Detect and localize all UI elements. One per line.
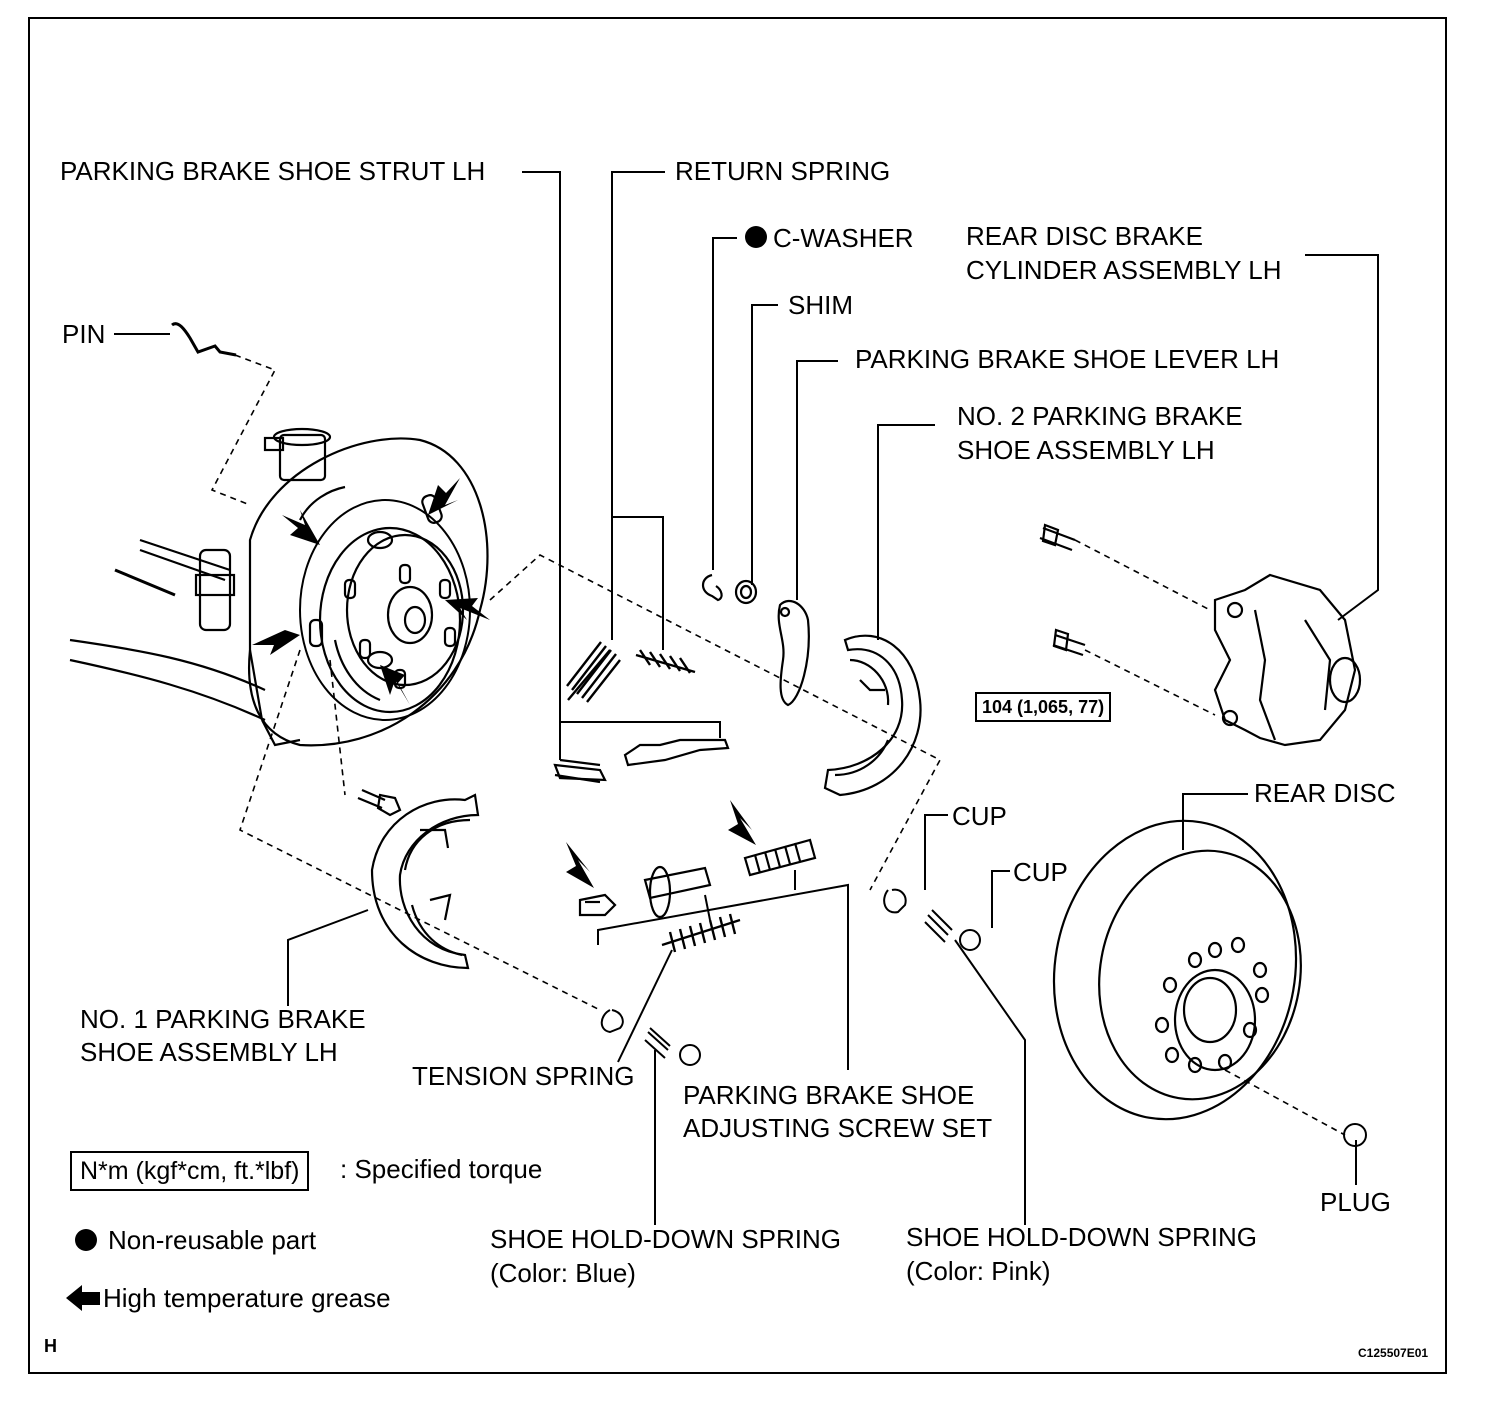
label-c-washer: C-WASHER (773, 223, 914, 253)
label-holddown-pink-line1: SHOE HOLD-DOWN SPRING (906, 1222, 1258, 1252)
pin-part (171, 322, 237, 357)
label-cylinder-line1: REAR DISC BRAKE (966, 221, 1203, 251)
no1-brake-shoe (370, 793, 480, 970)
label-return-spring: RETURN SPRING (675, 156, 891, 186)
legend-torque-units-box: N*m (kgf*cm, ft.*lbf) (70, 1151, 310, 1191)
label-pin: PIN (62, 319, 106, 349)
c-washer-part (701, 573, 723, 602)
strut-part (553, 738, 730, 784)
label-cylinder-line2: CYLINDER ASSEMBLY LH (966, 255, 1282, 285)
torque-value-box: 104 (1,065, 77) (975, 692, 1112, 722)
shim-part (734, 579, 758, 605)
label-holddown-blue-line1: SHOE HOLD-DOWN SPRING (490, 1224, 842, 1254)
corner-letter: H (44, 1336, 57, 1356)
return-springs (566, 641, 696, 703)
label-cup-2: CUP (1013, 857, 1068, 887)
brake-caliper (1039, 523, 1362, 747)
label-tension-spring: TENSION SPRING (412, 1061, 635, 1091)
no2-brake-shoe (823, 634, 922, 797)
label-no2-line1: NO. 2 PARKING BRAKE (957, 401, 1243, 431)
tension-spring-part (661, 913, 741, 953)
shoe-bolt (357, 788, 402, 817)
legend-arrow-icon (66, 1285, 100, 1311)
legend-torque-desc: : Specified torque (340, 1154, 543, 1184)
parking-brake-lever (777, 599, 810, 707)
label-no1-line2: SHOE ASSEMBLY LH (80, 1037, 338, 1067)
label-holddown-pink-line2: (Color: Pink) (906, 1256, 1051, 1286)
legend-grease: High temperature grease (103, 1283, 391, 1313)
label-cup-1: CUP (952, 801, 1007, 831)
label-no2-line2: SHOE ASSEMBLY LH (957, 435, 1215, 465)
hold-down-parts (600, 888, 1367, 1147)
legend-non-reusable: Non-reusable part (108, 1225, 317, 1255)
legend-dot-icon (75, 1229, 97, 1251)
label-adjust-line1: PARKING BRAKE SHOE (683, 1080, 975, 1110)
label-no1-line1: NO. 1 PARKING BRAKE (80, 1004, 366, 1034)
rear-disc-part (1052, 819, 1302, 1121)
non-reusable-dot-icon (745, 226, 767, 248)
label-strut: PARKING BRAKE SHOE STRUT LH (60, 156, 486, 186)
label-rear-disc: REAR DISC (1254, 778, 1396, 808)
label-plug: PLUG (1320, 1187, 1391, 1217)
label-lever: PARKING BRAKE SHOE LEVER LH (855, 344, 1280, 374)
figure-frame (28, 17, 1447, 1374)
grease-arrows (252, 478, 756, 888)
adjusting-screw-set (578, 838, 817, 919)
label-adjust-line2: ADJUSTING SCREW SET (683, 1113, 993, 1143)
label-shim: SHIM (788, 290, 853, 320)
leader-lines (114, 171, 1379, 1225)
label-holddown-blue-line2: (Color: Blue) (490, 1258, 636, 1288)
figure-code: C125507E01 (1358, 1346, 1429, 1360)
